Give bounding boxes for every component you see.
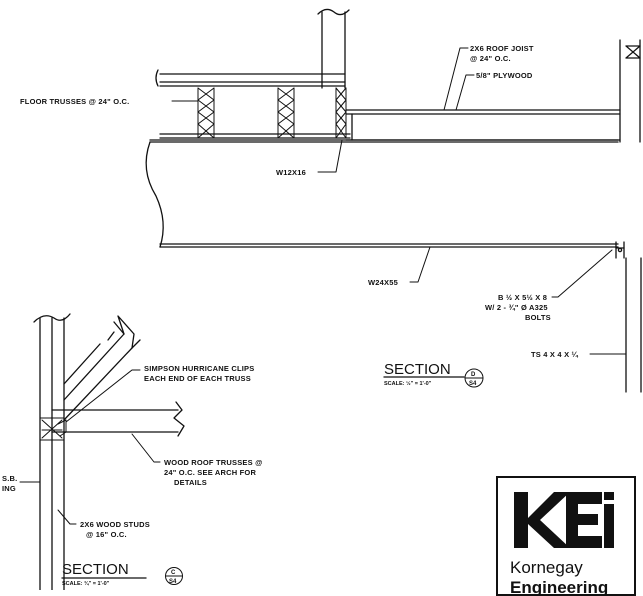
company-subtitle: Engineering [510,578,609,596]
label-roof-joist-1: 2X6 ROOF JOIST [470,44,534,53]
wall-stud-section-c [33,313,71,590]
section-c-scale: SCALE: ¾" = 1'-0" [62,580,110,587]
roof-joist [345,109,621,141]
leaders-section-d [171,47,627,355]
title-block-logo: Kornegay Engineering [496,476,636,596]
column-ts4x4 [615,241,642,393]
section-d-scale: SCALE: ½" = 1'-0" [384,380,432,387]
label-bolt-3: BOLTS [525,313,551,322]
floor-truss-webs [197,87,347,139]
label-ts: TS 4 X 4 X ¼ [531,350,579,359]
hurricane-clip [57,419,67,437]
wall-blocking [39,417,65,441]
label-osb-2: ING [2,484,16,493]
section-d-bubble [464,368,484,388]
section-d-bubble-top: D [471,372,476,378]
label-trusses-3: DETAILS [174,478,207,487]
section-c-bubble-bottom: S4 [169,579,177,585]
label-studs-2: @ 16" O.C. [86,530,127,539]
label-trusses-1: WOOD ROOF TRUSSES @ [164,458,263,467]
truss-bottom-chord-c [51,401,185,437]
label-clips-1: SIMPSON HURRICANE CLIPS [144,364,254,373]
kei-logo-icon [514,492,614,548]
label-osb-1: S.B. [2,474,17,483]
label-floor-trusses: FLOOR TRUSSES @ 24" O.C. [20,97,129,106]
section-c-title: SECTION [62,561,129,578]
label-studs-1: 2X6 WOOD STUDS [80,520,150,529]
section-c-bubble-top: C [171,570,176,576]
truss-bottom-chord [159,133,351,139]
floor-deck [155,69,346,87]
wall-column-top [317,8,350,89]
label-trusses-2: 24" O.C. SEE ARCH FOR [164,468,256,477]
label-bolt-2: W/ 2 - ¾" Ø A325 [485,303,548,312]
right-parapet [619,39,641,143]
steel-beam-w24x55 [145,139,619,248]
label-plywood: 5/8" PLYWOOD [476,71,533,80]
truss-top-chord [63,315,141,421]
section-c-bubble [165,567,183,585]
label-roof-joist-2: @ 24" O.C. [470,54,511,63]
label-w12x16: W12X16 [276,168,306,177]
label-w24x55: W24X55 [368,278,398,287]
label-clips-2: EACH END OF EACH TRUSS [144,374,251,383]
section-d-title: SECTION [384,361,451,378]
section-d-bubble-bottom: S4 [469,381,477,387]
company-name: Kornegay [510,558,583,577]
leaders-section-c [19,369,161,525]
label-bolt-1: B ½ X 5½ X 8 [498,293,547,302]
